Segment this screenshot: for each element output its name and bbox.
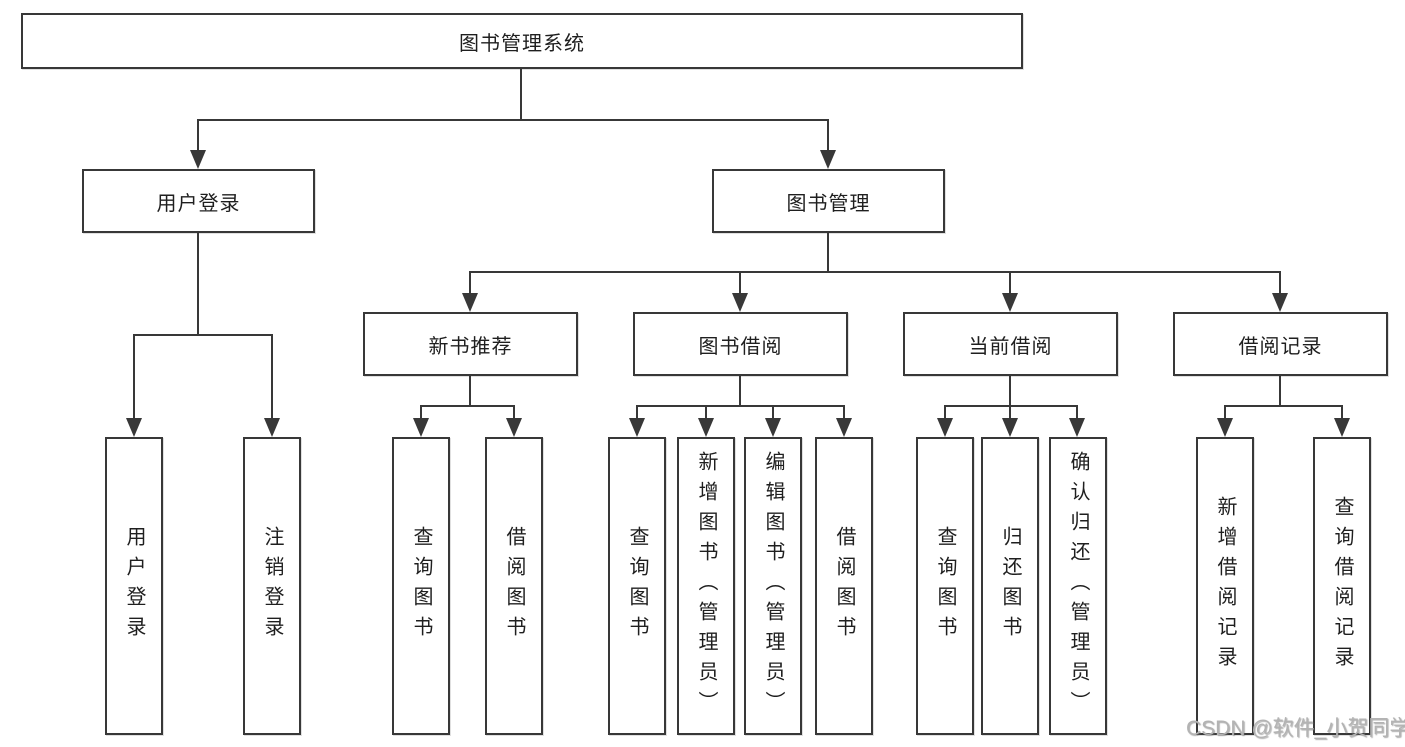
connector-records-rail bbox=[1224, 405, 1343, 407]
connector-stem-bb1 bbox=[636, 405, 638, 421]
leaf-logout: 注销登录 bbox=[243, 437, 301, 735]
connector-stem-cb3 bbox=[1076, 405, 1078, 421]
arrowhead-leaf-logout bbox=[264, 418, 280, 437]
connector-stem-cb1 bbox=[944, 405, 946, 421]
arrowhead-cb3 bbox=[1069, 418, 1085, 437]
connector-stem-bb4 bbox=[843, 405, 845, 421]
node-book-borrow-label: 图书借阅 bbox=[698, 335, 783, 358]
connector-stem-nb2 bbox=[513, 405, 515, 421]
arrowhead-br1 bbox=[1217, 418, 1233, 437]
connector-newbooks-rail bbox=[420, 405, 515, 407]
node-new-books: 新书推荐 bbox=[363, 312, 578, 376]
arrowhead-leaf-login bbox=[126, 418, 142, 437]
node-borrow-records-label: 借阅记录 bbox=[1238, 335, 1323, 358]
leaf-newbooks-query: 查询图书 bbox=[392, 437, 450, 735]
leaf-records-add: 新增借阅记录 bbox=[1196, 437, 1254, 735]
connector-currentborrow-trunk bbox=[1009, 376, 1011, 407]
connector-level2-rail bbox=[197, 119, 829, 121]
node-root: 图书管理系统 bbox=[21, 13, 1023, 69]
arrowhead-bb2 bbox=[698, 418, 714, 437]
connector-userlogin-rail bbox=[133, 334, 273, 336]
arrowhead-nb1 bbox=[413, 418, 429, 437]
arrowhead-cb2 bbox=[1002, 418, 1018, 437]
connector-bookborrow-trunk bbox=[739, 376, 741, 407]
connector-stem-book-mgmt bbox=[827, 119, 829, 153]
node-borrow-records: 借阅记录 bbox=[1173, 312, 1388, 376]
leaf-user-login: 用户登录 bbox=[105, 437, 163, 735]
node-book-mgmt-label: 图书管理 bbox=[786, 192, 871, 215]
connector-newbooks-trunk bbox=[469, 376, 471, 407]
connector-currentborrow-rail bbox=[944, 405, 1078, 407]
node-book-borrow: 图书借阅 bbox=[633, 312, 848, 376]
arrowhead-user-login bbox=[190, 150, 206, 169]
connector-level3-rail bbox=[469, 271, 1281, 273]
connector-stem-bb3 bbox=[772, 405, 774, 421]
node-user-login: 用户登录 bbox=[82, 169, 315, 233]
leaf-newbooks-borrow: 借阅图书 bbox=[485, 437, 543, 735]
arrowhead-bb4 bbox=[836, 418, 852, 437]
connector-stem-nb1 bbox=[420, 405, 422, 421]
connector-stem-br1 bbox=[1224, 405, 1226, 421]
connector-stem-br2 bbox=[1341, 405, 1343, 421]
node-new-books-label: 新书推荐 bbox=[428, 335, 513, 358]
connector-bookmgmt-trunk bbox=[827, 232, 829, 273]
arrowhead-borrow-records bbox=[1272, 293, 1288, 312]
connector-stem-current-borrow bbox=[1009, 271, 1011, 297]
connector-stem-bb2 bbox=[705, 405, 707, 421]
connector-stem-leaf-logout bbox=[271, 334, 273, 422]
connector-stem-leaf-login bbox=[133, 334, 135, 422]
connector-stem-new-books bbox=[469, 271, 471, 297]
arrowhead-br2 bbox=[1334, 418, 1350, 437]
node-current-borrow: 当前借阅 bbox=[903, 312, 1118, 376]
leaf-current-confirm-admin: 确认归还（管理员） bbox=[1049, 437, 1107, 735]
connector-stem-borrow-records bbox=[1279, 271, 1281, 297]
arrowhead-bb3 bbox=[765, 418, 781, 437]
arrowhead-new-books bbox=[462, 293, 478, 312]
leaf-borrow-add-admin: 新增图书（管理员） bbox=[677, 437, 735, 735]
arrowhead-book-borrow bbox=[732, 293, 748, 312]
leaf-records-query: 查询借阅记录 bbox=[1313, 437, 1371, 735]
connector-stem-cb2 bbox=[1009, 405, 1011, 421]
connector-bookborrow-rail bbox=[636, 405, 845, 407]
node-current-borrow-label: 当前借阅 bbox=[968, 335, 1053, 358]
csdn-watermark: CSDN @软件_小贺同学 bbox=[1186, 717, 1405, 740]
arrowhead-cb1 bbox=[937, 418, 953, 437]
node-root-label: 图书管理系统 bbox=[459, 32, 585, 55]
leaf-borrow-edit-admin: 编辑图书（管理员） bbox=[744, 437, 802, 735]
arrowhead-nb2 bbox=[506, 418, 522, 437]
arrowhead-current-borrow bbox=[1002, 293, 1018, 312]
leaf-current-return: 归还图书 bbox=[981, 437, 1039, 735]
leaf-borrow-query: 查询图书 bbox=[608, 437, 666, 735]
connector-records-trunk bbox=[1279, 376, 1281, 407]
connector-stem-book-borrow bbox=[739, 271, 741, 297]
node-user-login-label: 用户登录 bbox=[156, 192, 241, 215]
leaf-current-query: 查询图书 bbox=[916, 437, 974, 735]
arrowhead-book-mgmt bbox=[820, 150, 836, 169]
node-book-mgmt: 图书管理 bbox=[712, 169, 945, 233]
leaf-borrow-borrow: 借阅图书 bbox=[815, 437, 873, 735]
connector-stem-user-login bbox=[197, 119, 199, 153]
connector-root-trunk bbox=[520, 68, 522, 121]
connector-userlogin-trunk bbox=[197, 232, 199, 336]
arrowhead-bb1 bbox=[629, 418, 645, 437]
